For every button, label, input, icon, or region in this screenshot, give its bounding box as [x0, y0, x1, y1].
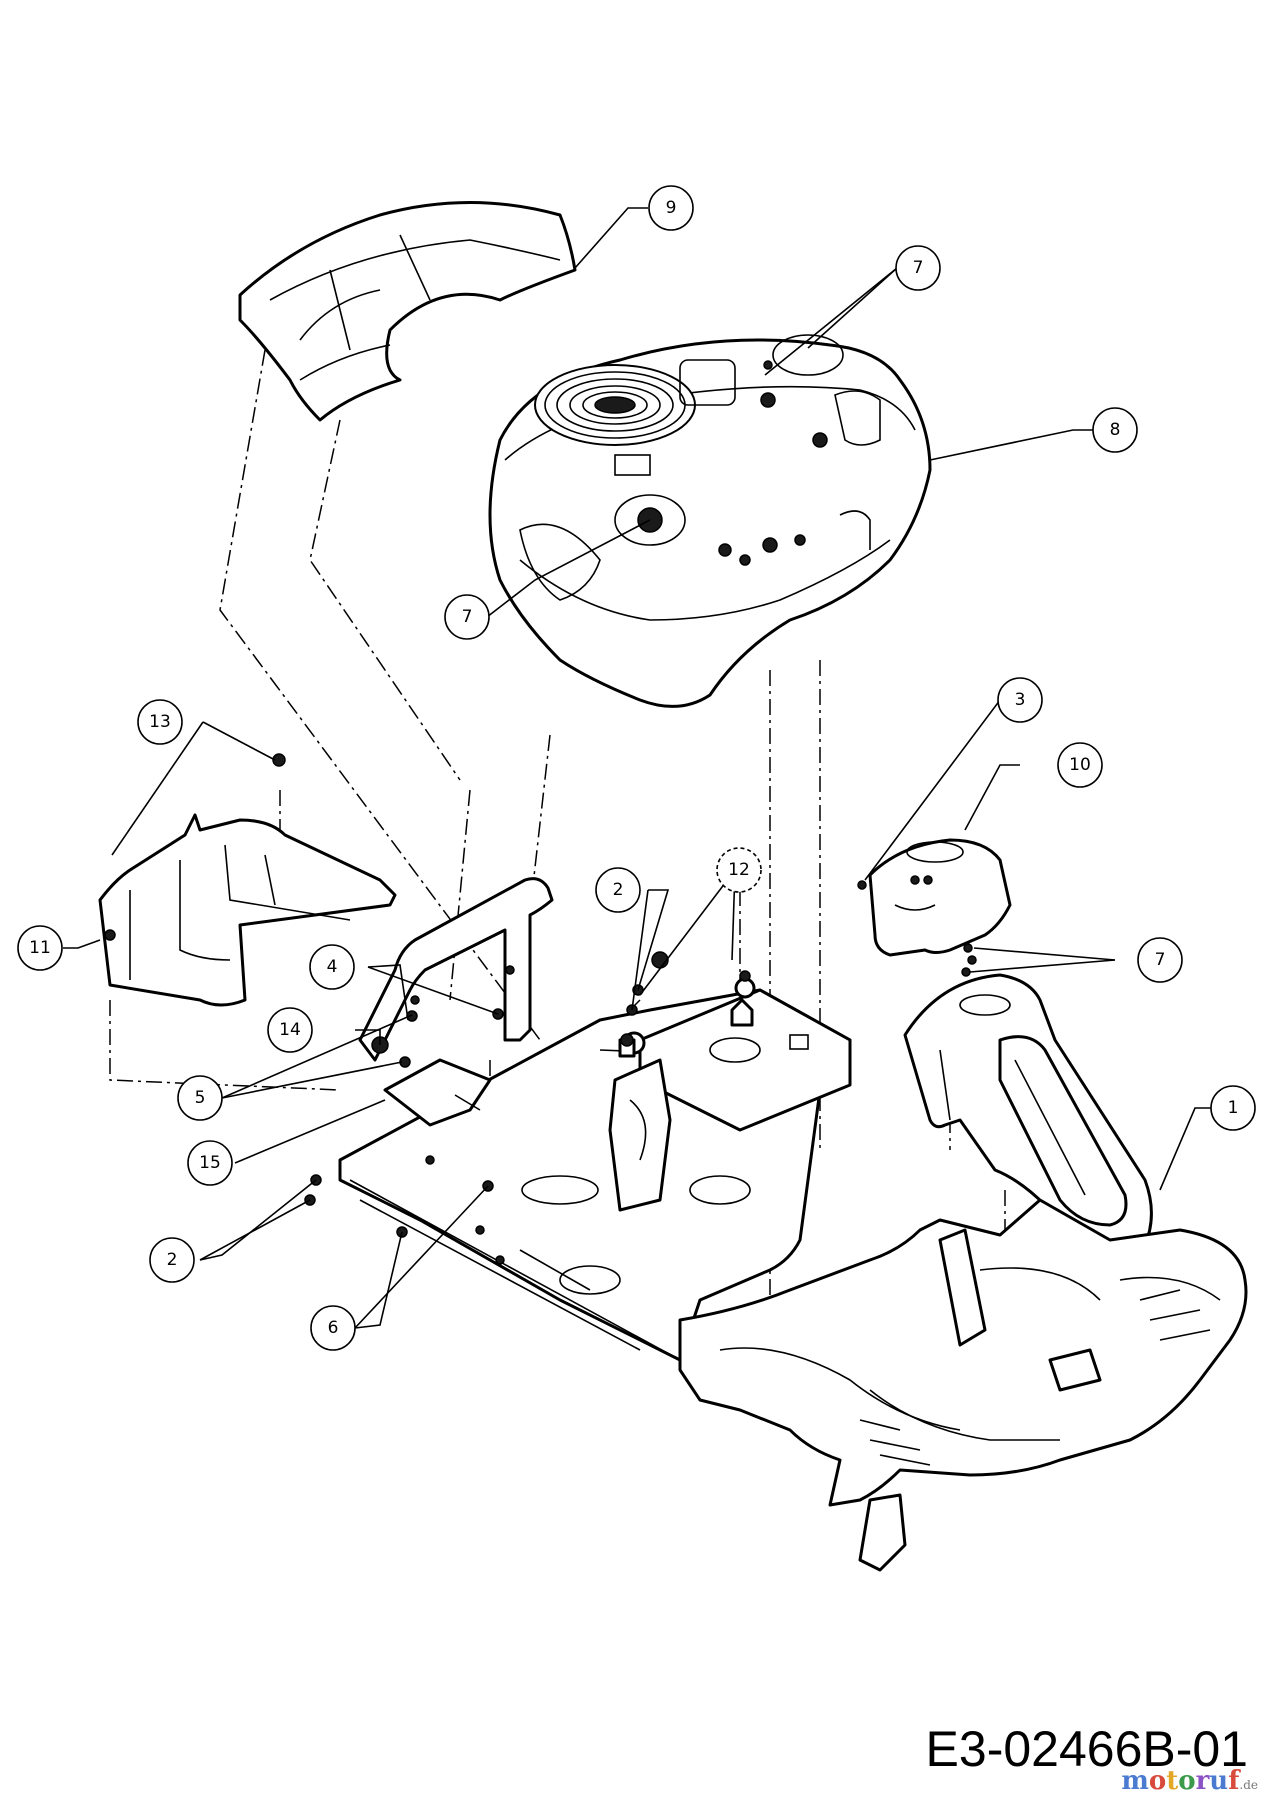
- svg-text:11: 11: [29, 938, 51, 958]
- callout-5: 5: [177, 1075, 223, 1121]
- callout-7-right: 7: [1137, 937, 1183, 983]
- part-footrest: [678, 1198, 1248, 1572]
- callout-7-left: 7: [444, 594, 490, 640]
- watermark-letter: o: [1178, 1766, 1196, 1796]
- watermark-letter: t: [1166, 1766, 1179, 1796]
- part-steering-tower: [903, 973, 1153, 1268]
- watermark-text: motoruf: [1121, 1766, 1239, 1796]
- svg-text:7: 7: [462, 607, 473, 627]
- part-battery-bracket: [98, 753, 397, 1007]
- callout-2-left: 2: [149, 1237, 195, 1283]
- part-hood: [488, 334, 932, 708]
- svg-text:14: 14: [279, 1020, 301, 1040]
- svg-text:7: 7: [913, 258, 924, 278]
- svg-text:2: 2: [167, 1250, 178, 1270]
- svg-text:15: 15: [199, 1153, 221, 1173]
- watermark-letter: r: [1195, 1766, 1210, 1796]
- watermark-logo: motoruf.de: [1121, 1766, 1258, 1796]
- svg-text:5: 5: [195, 1088, 206, 1108]
- callout-12: 12: [716, 847, 762, 893]
- callout-6: 6: [310, 1305, 356, 1351]
- part-steering-cover: [868, 838, 1012, 957]
- callout-4: 4: [309, 944, 355, 990]
- callout-9: 9: [648, 185, 694, 231]
- watermark-tld: .de: [1239, 1778, 1258, 1792]
- svg-text:4: 4: [327, 957, 338, 977]
- drawing-number: E3-02466B-01: [925, 1721, 1248, 1777]
- callout-8: 8: [1092, 407, 1138, 453]
- svg-text:1: 1: [1228, 1098, 1239, 1118]
- callout-3: 3: [997, 677, 1043, 723]
- part-mount-plate: [383, 1058, 492, 1127]
- watermark-letter: o: [1148, 1766, 1167, 1796]
- part-rear-cover: [238, 201, 577, 422]
- watermark-letter: m: [1121, 1766, 1149, 1796]
- svg-text:7: 7: [1155, 950, 1166, 970]
- svg-text:9: 9: [666, 198, 677, 218]
- callout-13: 13: [137, 699, 183, 745]
- callout-10: 10: [1057, 742, 1103, 788]
- callout-11: 11: [17, 925, 63, 971]
- callout-7-top: 7: [895, 245, 941, 291]
- watermark-letter: u: [1209, 1766, 1229, 1796]
- svg-text:10: 10: [1069, 755, 1091, 775]
- svg-text:3: 3: [1015, 690, 1026, 710]
- svg-text:2: 2: [613, 880, 624, 900]
- part-frame: [338, 951, 852, 1362]
- watermark-letter: f: [1228, 1766, 1240, 1796]
- svg-text:12: 12: [728, 860, 750, 880]
- svg-text:8: 8: [1110, 420, 1121, 440]
- svg-text:13: 13: [149, 712, 171, 732]
- svg-text:6: 6: [328, 1318, 339, 1338]
- callout-15: 15: [187, 1140, 233, 1186]
- callout-14: 14: [267, 1007, 313, 1053]
- callout-1: 1: [1210, 1085, 1256, 1131]
- callout-2-center: 2: [595, 867, 641, 913]
